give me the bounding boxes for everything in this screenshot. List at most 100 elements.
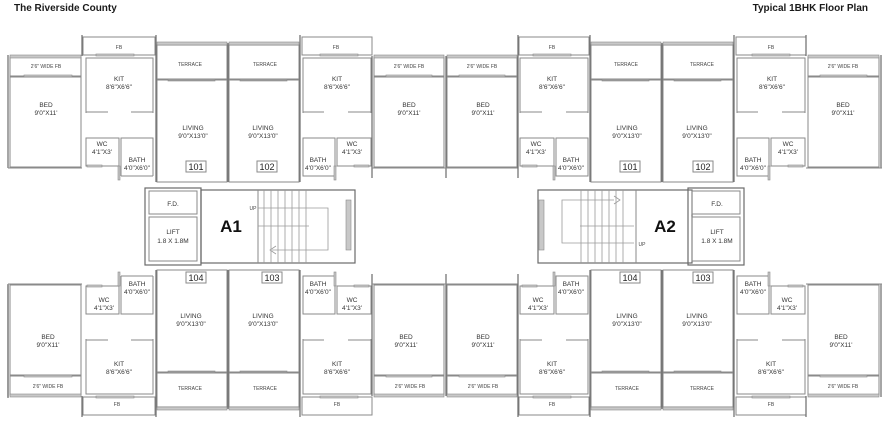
fb-label: FB [334, 402, 341, 408]
kit-label: KIT [332, 361, 342, 368]
bath-size: 4'0"X6'0" [740, 289, 767, 296]
kit-label: KIT [547, 361, 557, 368]
bed-size: 9'0"X11' [829, 342, 852, 349]
kit-size: 8'6"X6'6" [539, 84, 566, 91]
bed-size: 9'0"X11' [397, 110, 420, 117]
terrace-label: TERRACE [178, 62, 203, 68]
wc-label: WC [531, 141, 542, 148]
wc-size: 4'1"X3' [528, 305, 548, 312]
living-label: LIVING [180, 313, 201, 320]
flat-number-a2-103: 103 [695, 273, 710, 283]
living-size: 9'0"X13'0" [682, 321, 712, 328]
living-size: 9'0"X13'0" [612, 321, 642, 328]
kit-size: 8'6"X6'6" [539, 369, 566, 376]
wc-size: 4'1"X3' [342, 149, 362, 156]
wc-size: 4'1"X3' [94, 305, 114, 312]
flat-number-a2-104: 104 [622, 273, 637, 283]
bath-label: BATH [563, 281, 580, 288]
kit-size: 8'6"X6'6" [106, 84, 133, 91]
bath-size: 4'0"X6'0" [305, 165, 332, 172]
kit-label: KIT [767, 76, 777, 83]
terrace-label: TERRACE [253, 386, 278, 392]
fb-label: FB [549, 402, 556, 408]
bed-label: BED [476, 334, 490, 341]
living-size: 9'0"X13'0" [248, 133, 278, 140]
kit-size: 8'6"X6'6" [324, 369, 351, 376]
wide-fb-label: 2'6" WIDE FB [31, 64, 62, 70]
living-label: LIVING [686, 125, 707, 132]
bath-size: 4'0"X6'0" [305, 289, 332, 296]
bed-label: BED [834, 334, 848, 341]
wide-fb-label: 2'6" WIDE FB [394, 64, 425, 70]
living-size: 9'0"X13'0" [612, 133, 642, 140]
flat-number-a1-103: 103 [264, 273, 279, 283]
fd-label: F.D. [167, 201, 179, 208]
flat-numbers: 101 102 104 103 101 102 104 103 [185, 160, 714, 284]
living-label: LIVING [616, 125, 637, 132]
kit-label: KIT [547, 76, 557, 83]
bath-label: BATH [745, 157, 762, 164]
stair-up-label: UP [250, 206, 258, 212]
fb-label: FB [114, 402, 121, 408]
wing-label-a1: A1 [220, 217, 242, 236]
terrace-label: TERRACE [690, 386, 715, 392]
wc-label: WC [533, 297, 544, 304]
project-name: The Riverside County [14, 3, 117, 14]
lift-label: LIFT [166, 229, 179, 236]
wing-label-a2: A2 [654, 217, 676, 236]
kit-label: KIT [766, 361, 776, 368]
fb-label: FB [768, 402, 775, 408]
bed-size: 9'0"X11' [34, 110, 57, 117]
bed-label: BED [476, 102, 490, 109]
living-label: LIVING [252, 313, 273, 320]
wide-fb-label: 2'6" WIDE FB [395, 384, 426, 390]
bath-size: 4'0"X6'0" [124, 289, 151, 296]
wc-size: 4'1"X3' [526, 149, 546, 156]
living-size: 9'0"X13'0" [248, 321, 278, 328]
living-label: LIVING [616, 313, 637, 320]
staircase-a1 [258, 190, 329, 263]
labels-bottom: BATH 4'0"X6'0" WC 4'1"X3' BED 9'0"X11' K… [33, 281, 859, 408]
wc-size: 4'1"X3' [777, 305, 797, 312]
fb-label: FB [768, 45, 775, 51]
flat-number-a2-101: 101 [622, 162, 637, 172]
wc-label: WC [347, 141, 358, 148]
plan-title: Typical 1BHK Floor Plan [752, 3, 868, 14]
living-label: LIVING [182, 125, 203, 132]
wide-fb-label: 2'6" WIDE FB [33, 384, 64, 390]
bath-label: BATH [129, 157, 146, 164]
wc-size: 4'1"X3' [778, 149, 798, 156]
bed-size: 9'0"X11' [471, 110, 494, 117]
bath-label: BATH [563, 157, 580, 164]
bed-size: 9'0"X11' [471, 342, 494, 349]
wc-label: WC [347, 297, 358, 304]
stair-up-label: UP [639, 242, 647, 248]
flat-number-a1-104: 104 [188, 273, 203, 283]
wc-size: 4'1"X3' [342, 305, 362, 312]
flat-number-a1-101: 101 [188, 162, 203, 172]
lift-label: LIFT [710, 229, 723, 236]
fd-label: F.D. [711, 201, 723, 208]
living-size: 9'0"X13'0" [178, 133, 208, 140]
bed-label: BED [39, 102, 53, 109]
living-size: 9'0"X13'0" [176, 321, 206, 328]
kit-label: KIT [332, 76, 342, 83]
wide-fb-label: 2'6" WIDE FB [828, 64, 859, 70]
bath-size: 4'0"X6'0" [124, 165, 151, 172]
kit-size: 8'6"X6'6" [758, 369, 785, 376]
bed-size: 9'0"X11' [394, 342, 417, 349]
wc-label: WC [782, 297, 793, 304]
kit-size: 8'6"X6'6" [759, 84, 786, 91]
wide-fb-label: 2'6" WIDE FB [468, 384, 499, 390]
fb-label: FB [549, 45, 556, 51]
wide-fb-label: 2'6" WIDE FB [828, 384, 859, 390]
bath-size: 4'0"X6'0" [558, 289, 585, 296]
wc-size: 4'1"X3' [92, 149, 112, 156]
kit-size: 8'6"X6'6" [106, 369, 133, 376]
living-label: LIVING [252, 125, 273, 132]
flat-number-a2-102: 102 [695, 162, 710, 172]
lift-size: 1.8 X 1.8M [157, 238, 188, 245]
fb-label: FB [116, 45, 123, 51]
living-label: LIVING [686, 313, 707, 320]
